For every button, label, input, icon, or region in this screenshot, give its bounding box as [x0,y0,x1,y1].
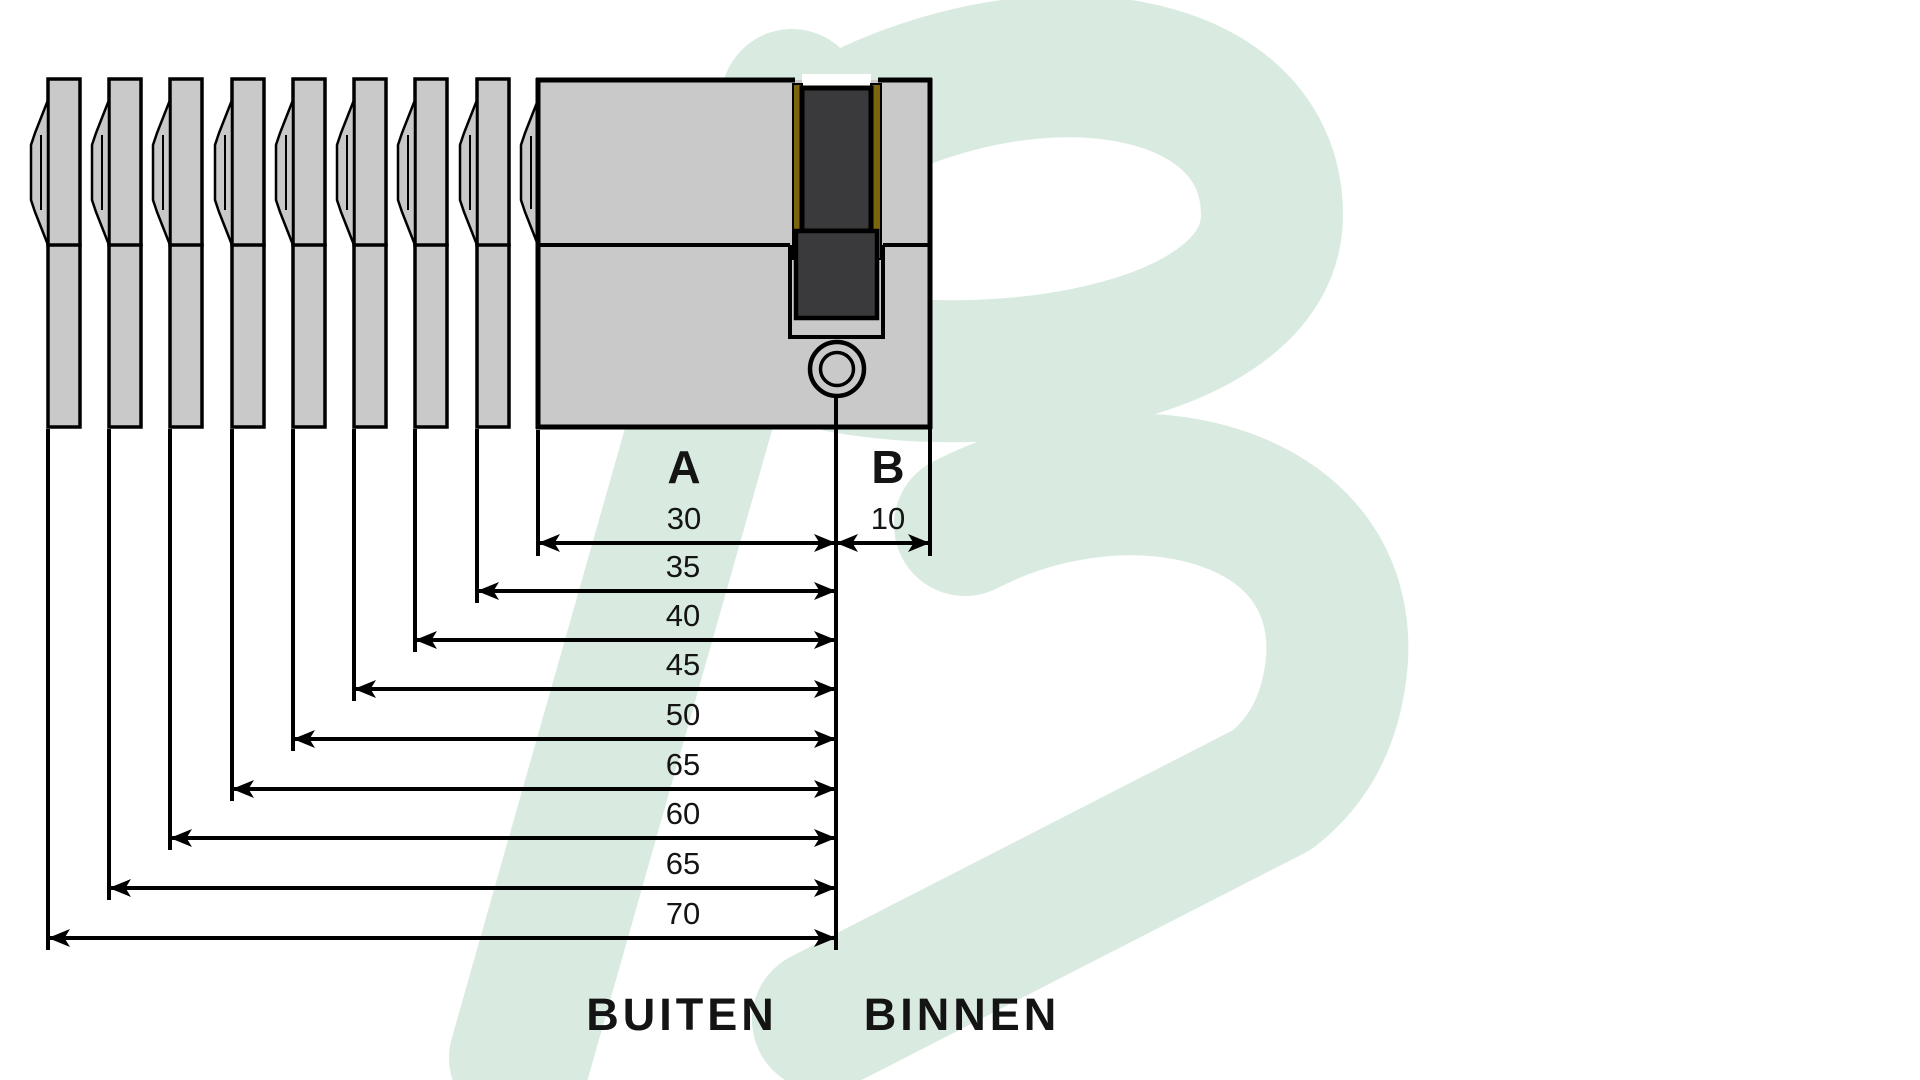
column-b-header: B [871,441,904,493]
dim-value-a: 30 [667,501,701,536]
cylinder-profile [151,77,204,429]
keyway-top-notch [802,74,871,88]
cylinder-profile [274,77,327,429]
dim-value: 50 [666,697,700,732]
dimension-lines [46,396,932,950]
cylinder-profile [90,77,143,429]
logo-lower-bowl [752,413,1409,1080]
cylinder-profile [458,77,511,429]
body-outline [535,77,933,430]
keyway-channel [788,245,885,339]
dim-value: 65 [666,747,700,782]
half-cylinder-body [519,74,933,430]
logo-upper-bowl [724,0,1343,443]
cylinder-profiles [29,77,511,429]
keyway-cam [793,228,880,321]
dim-value-b: 10 [871,501,905,536]
label-binnen: BINNEN [864,989,1061,1040]
cylinder-profile [29,77,82,429]
cylinder-profile [335,77,388,429]
label-buiten: BUITEN [586,989,778,1040]
dim-value: 45 [666,647,700,682]
dim-value: 65 [666,846,700,881]
cylinder-profile [396,77,449,429]
column-a-header: A [667,441,700,493]
dim-value: 40 [666,598,700,633]
cylinder-profile [213,77,266,429]
screw-hole-inner [818,350,856,388]
labels: A B 30 10 35 40 45 50 65 60 65 70 BUITEN… [586,441,1061,1040]
dim-value: 70 [666,896,700,931]
dim-value: 60 [666,796,700,831]
keyway-plug [799,85,874,234]
dim-value: 35 [666,549,700,584]
